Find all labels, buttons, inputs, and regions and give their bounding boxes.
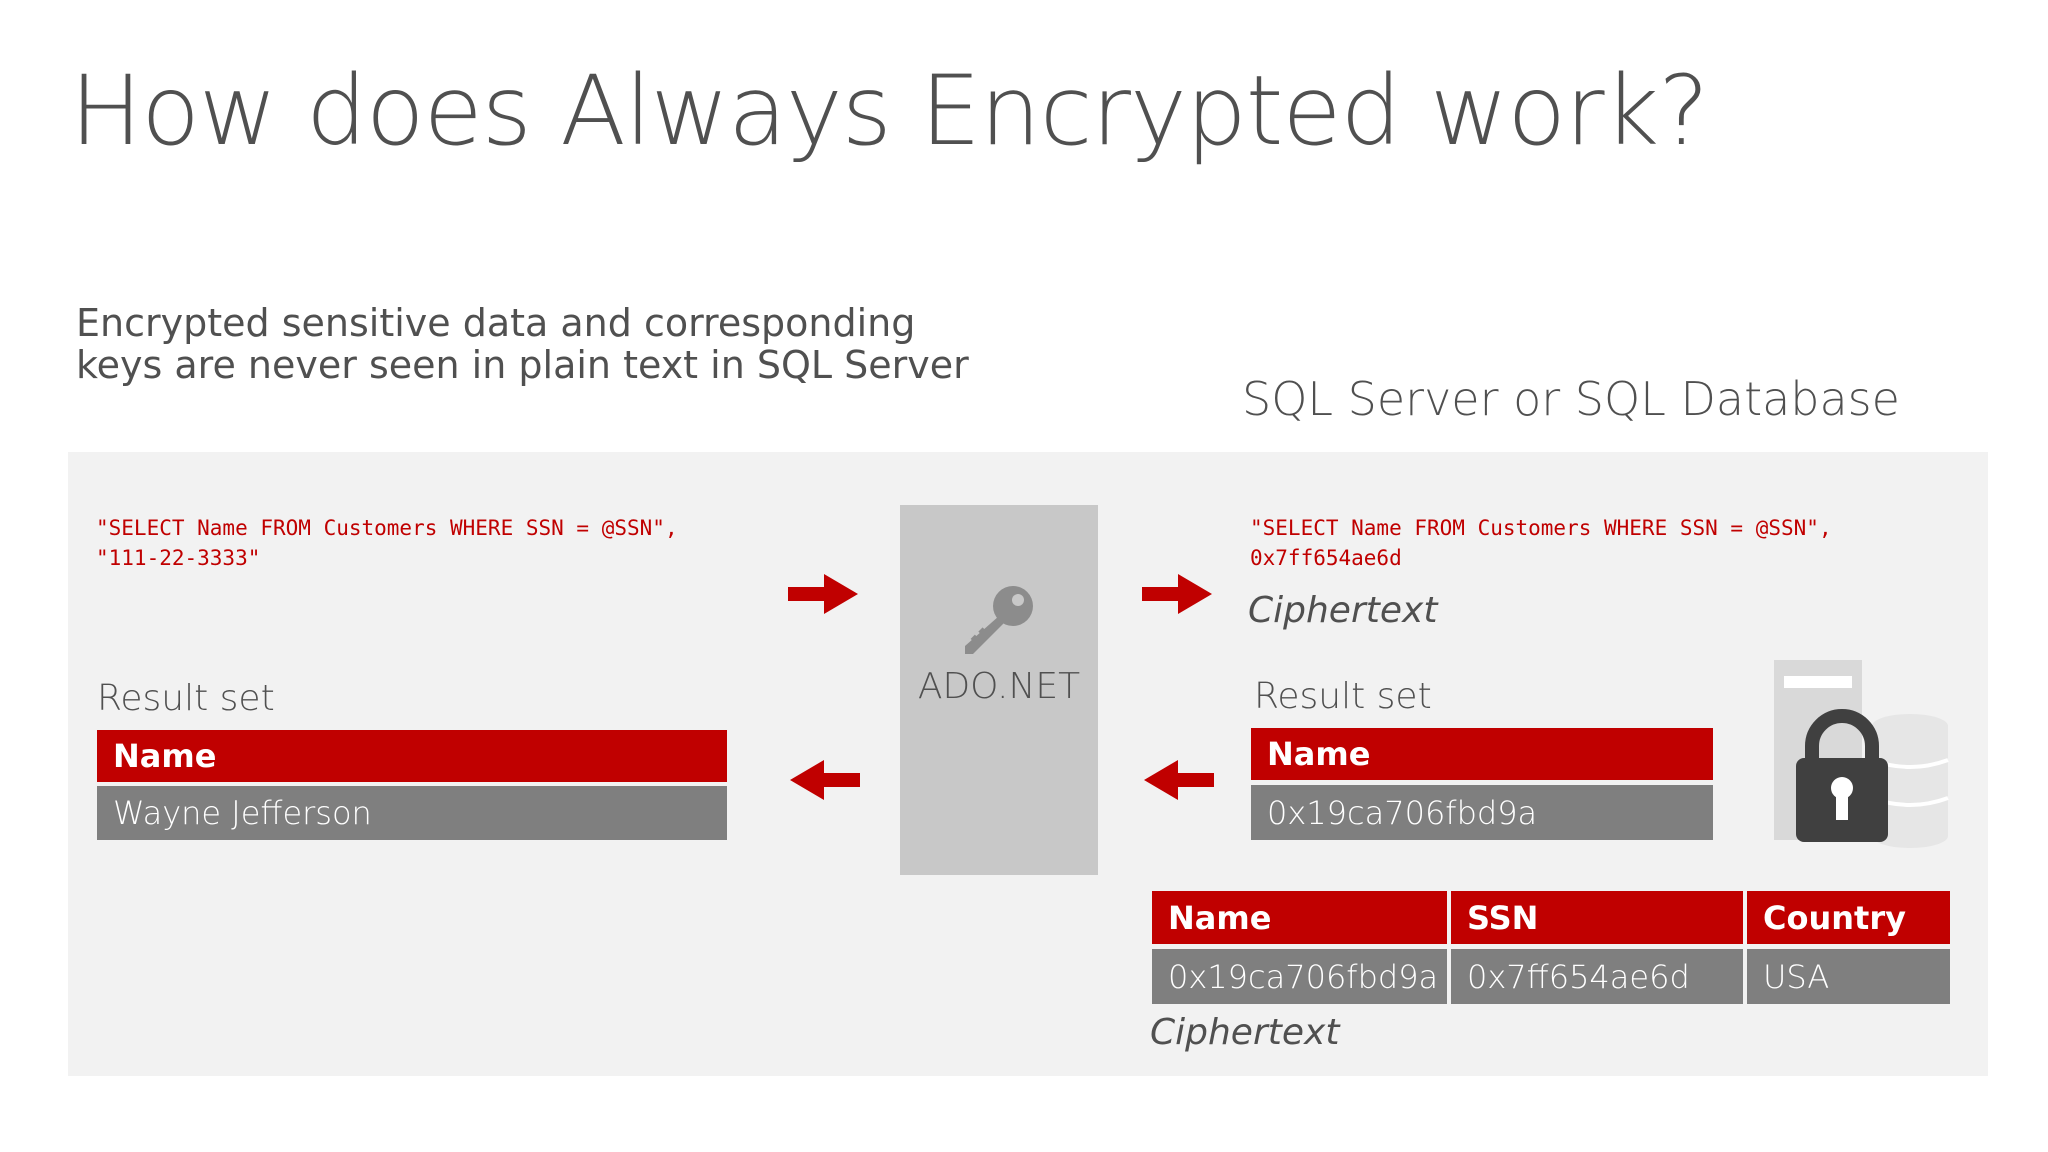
ciphertext-label-table: Ciphertext <box>1150 1012 1340 1053</box>
db-table-header-country: Country <box>1747 891 1950 944</box>
db-table-cell-country: USA <box>1747 949 1950 1004</box>
database-lock-icon <box>1774 660 1949 848</box>
server-result-value: 0x19ca706fbd9a <box>1251 785 1713 840</box>
server-query-line-2: 0x7ff654ae6d <box>1250 546 1402 570</box>
slide-subtitle: Encrypted sensitive data and correspondi… <box>76 302 969 386</box>
arrow-left-icon <box>1144 760 1214 800</box>
arrow-right-icon <box>1142 574 1212 614</box>
db-table-header-name: Name <box>1152 891 1447 944</box>
client-result-header: Name <box>97 730 727 782</box>
server-result-header: Name <box>1251 728 1713 780</box>
server-query: "SELECT Name FROM Customers WHERE SSN = … <box>1250 513 1832 573</box>
db-table-header-ssn: SSN <box>1451 891 1743 944</box>
ado-net-box <box>900 505 1098 875</box>
client-query-line-2: "111-22-3333" <box>96 546 261 570</box>
subtitle-line-1: Encrypted sensitive data and correspondi… <box>76 301 916 345</box>
db-table-cell-ssn: 0x7ff654ae6d <box>1451 949 1743 1004</box>
client-query: "SELECT Name FROM Customers WHERE SSN = … <box>96 513 678 573</box>
client-result-value: Wayne Jefferson <box>97 786 727 840</box>
ciphertext-label-query: Ciphertext <box>1248 590 1438 631</box>
client-query-line-1: "SELECT Name FROM Customers WHERE SSN = … <box>96 516 678 540</box>
slide-title: How does Always Encrypted work? <box>70 55 1709 167</box>
arrow-left-icon <box>790 760 860 800</box>
key-icon <box>965 586 1033 654</box>
client-result-label: Result set <box>97 678 275 719</box>
arrow-right-icon <box>788 574 858 614</box>
ado-net-label: ADO.NET <box>917 666 1081 707</box>
server-result-label: Result set <box>1254 676 1432 717</box>
server-query-line-1: "SELECT Name FROM Customers WHERE SSN = … <box>1250 516 1832 540</box>
server-heading: SQL Server or SQL Database <box>1242 372 1900 426</box>
db-table-cell-name: 0x19ca706fbd9a <box>1152 949 1447 1004</box>
subtitle-line-2: keys are never seen in plain text in SQL… <box>76 343 969 387</box>
